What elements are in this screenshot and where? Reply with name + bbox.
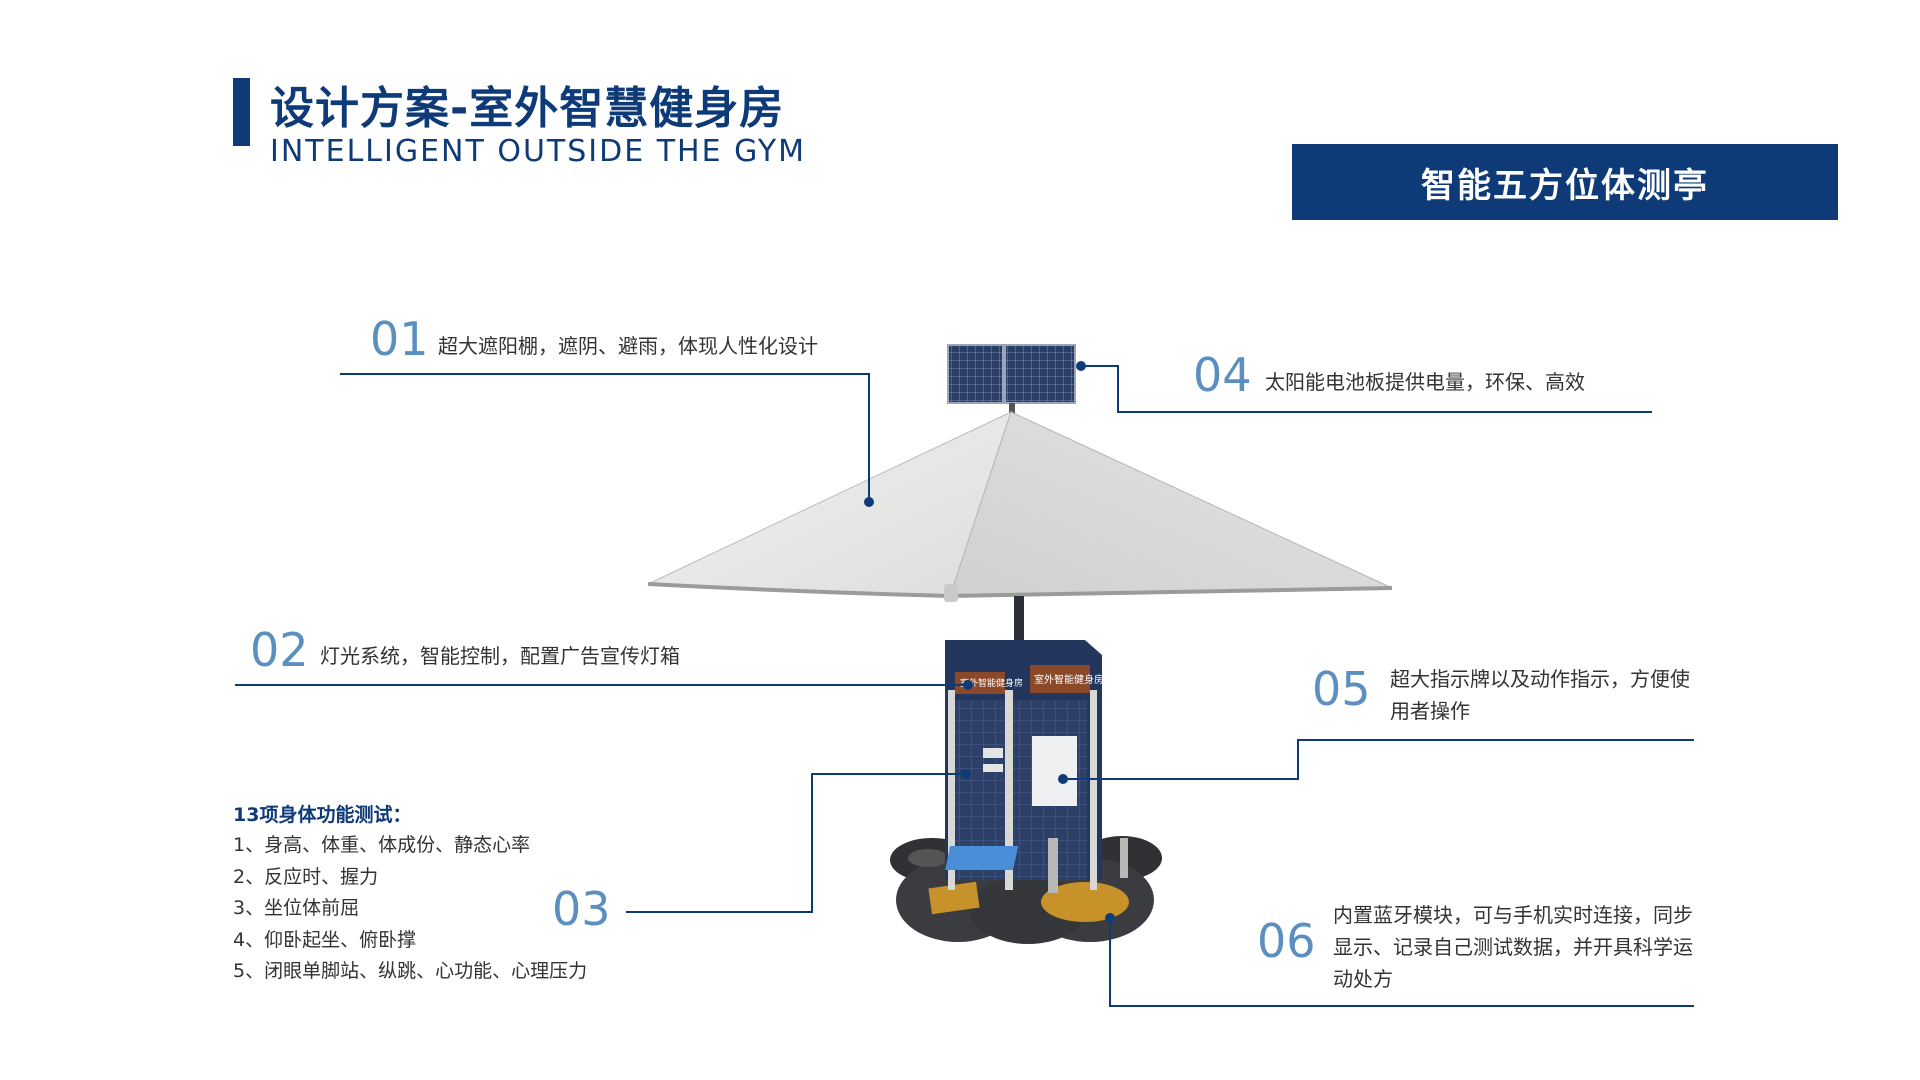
feature-number-05: 05 [1312,662,1371,716]
leader-dots [864,361,1115,923]
feature-number-06: 06 [1257,914,1316,968]
solar-panel [947,344,1076,415]
test-item: 1、身高、体重、体成份、静态心率 [233,834,531,856]
feature-number-01: 01 [370,312,429,366]
kiosk-sign-right: 室外智能健身房 [1034,673,1104,686]
feature-number-03: 03 [552,882,611,936]
feature-text-04: 太阳能电池板提供电量，环保、高效 [1265,370,1585,394]
product-badge: 智能五方位体测亭 [1292,144,1838,220]
canopy-pole [1014,596,1024,640]
kiosk-booth [945,640,1128,893]
feature-number-04: 04 [1193,348,1252,402]
feature-text-02: 灯光系统，智能控制，配置广告宣传灯箱 [320,644,680,668]
kiosk-sign-left: 室外智能健身房 [960,677,1023,689]
canopy [647,411,1393,602]
title-accent-bar [233,78,250,146]
page-subtitle: INTELLIGENT OUTSIDE THE GYM [270,134,807,169]
leader-lines [235,365,1694,1007]
feature-text-05: 超大指示牌以及动作指示，方便使用者操作 [1390,667,1690,723]
feature-text-06: 内置蓝牙模块，可与手机实时连接，同步显示、记录自己测试数据，并开具科学运动处方 [1333,903,1693,991]
test-item: 5、闭眼单脚站、纵跳、心功能、心理压力 [233,960,588,982]
test-item: 2、反应时、握力 [233,865,379,888]
test-item: 4、仰卧起坐、俯卧撑 [233,928,417,951]
tests-list: 1、身高、体重、体成份、静态心率 2、反应时、握力 3、坐位体前屈 4、仰卧起坐… [233,830,587,988]
feature-number-02: 02 [250,623,309,677]
feature-text-01: 超大遮阳棚，遮阴、避雨，体现人性化设计 [438,334,818,358]
tests-heading: 13项身体功能测试： [233,804,412,826]
test-item: 3、坐位体前屈 [233,897,360,919]
page-title: 设计方案-室外智慧健身房 [270,83,785,134]
